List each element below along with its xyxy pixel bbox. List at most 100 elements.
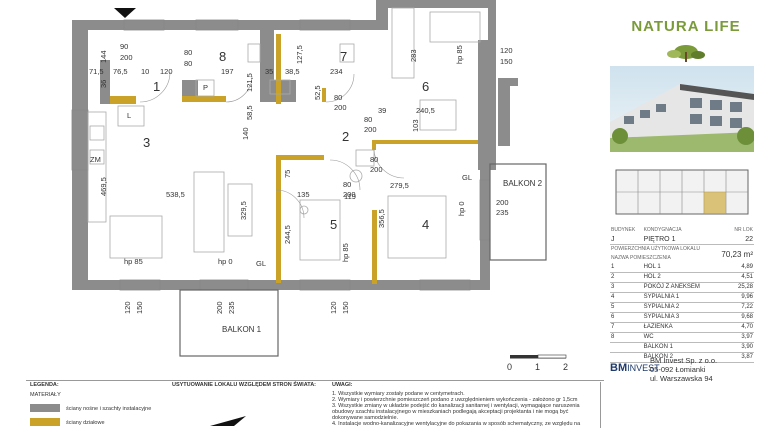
dim-538-5: 538,5: [166, 190, 185, 199]
legend-swatch-gray: [30, 404, 60, 412]
dim-234: 234: [330, 67, 343, 76]
legend-walls-1: ściany nośne i szachty instalacyjne: [66, 406, 152, 412]
dim-120: 120: [160, 67, 173, 76]
label-gl: GL: [256, 259, 266, 268]
scale-2: 2: [563, 362, 568, 372]
label-hp85: hp 85: [124, 257, 143, 266]
dim-283: 283: [409, 49, 418, 62]
dim-150: 150: [341, 301, 350, 314]
dim-200: 200: [334, 103, 347, 112]
dim-140: 140: [241, 127, 250, 140]
dim-244-5: 244,5: [283, 225, 292, 244]
dimensions: 90 200 80 80 71,5 76,5 10 120 197 35 38,…: [89, 42, 513, 268]
dim-121-5: 121,5: [245, 73, 254, 92]
balcony-1-outline: [179, 289, 279, 357]
dim-90: 90: [120, 42, 128, 51]
notes-title: UWAGI:: [332, 382, 353, 388]
label-hp0: hp 0: [457, 201, 466, 216]
label-zm: ZM: [90, 155, 101, 164]
header-powierzchnia: POWIERZCHNIA UŻYTKOWA LOKALU: [611, 246, 700, 252]
dim-235: 235: [496, 208, 509, 217]
balcony-2-label: BALKON 2: [503, 179, 543, 188]
apartment-info-table: BUDYNEK KONDYGNACJA NR LOK J PIĘTRO 1 22…: [610, 226, 754, 363]
dim-279-5: 279,5: [390, 181, 409, 190]
dim-52-5: 52,5: [313, 85, 322, 100]
balcony-1-label: BALKON 1: [222, 325, 262, 334]
room-number-4: 4: [422, 217, 429, 232]
floor-plan: 1 2 3 4 5 6 7 8 90 200 80 80 71,5 76,5 1…: [71, 0, 568, 372]
room-number-6: 6: [422, 79, 429, 94]
room-number-8: 8: [219, 49, 226, 64]
label-l: L: [127, 111, 131, 120]
legend-area: LEGENDA: MATERIAŁY ściany nośne i szacht…: [0, 380, 604, 428]
dim-197: 197: [221, 67, 234, 76]
orientation-title: USYTUOWANIE LOKALU WZGLĘDEM STRON ŚWIATA…: [172, 382, 317, 388]
dim-329-5: 329,5: [239, 201, 248, 220]
dim-150: 150: [135, 301, 144, 314]
dim-200: 200: [364, 125, 377, 134]
vertical-dimensions: 144 121,5 58,5 127,5 52,5 283 hp 85 103 …: [99, 45, 466, 314]
legend-title: LEGENDA:: [30, 382, 59, 388]
room-number-3: 3: [143, 135, 150, 150]
dim-200: 200: [120, 53, 133, 62]
info-panel: NATURA LIFE: [604, 0, 760, 428]
dim-200: 200: [343, 190, 356, 199]
dim-235: 235: [227, 301, 236, 314]
value-nr-lok: 22: [715, 235, 754, 245]
company-block: BMINVEST BM Invest Sp. z o.o. 05-092 Łom…: [610, 356, 760, 386]
dim-80: 80: [334, 93, 342, 102]
building-photo: [610, 66, 754, 152]
dim-120: 120: [123, 301, 132, 314]
compass-icon: [210, 416, 246, 426]
leaf-icon: [667, 45, 705, 62]
legend-swatch-yellow: [30, 418, 60, 426]
dim-39: 39: [378, 106, 386, 115]
dim-356-5: 356,5: [377, 209, 386, 228]
dim-240-5: 240,5: [416, 106, 435, 115]
room-number-7: 7: [340, 49, 347, 64]
label-p: P: [203, 83, 208, 92]
scale-1: 1: [535, 362, 540, 372]
balcony-2-outline: [489, 163, 547, 261]
header-kondygnacja: KONDYGNACJA: [643, 227, 682, 233]
dim-35: 35: [265, 67, 273, 76]
dim-71-5: 71,5: [89, 67, 104, 76]
dim-135: 135: [297, 190, 310, 199]
dim-58-5: 58,5: [245, 105, 254, 120]
building-key-plan: [610, 164, 754, 222]
dim-80: 80: [184, 48, 192, 57]
legend-materials: MATERIAŁY: [30, 392, 61, 398]
dim-120: 120: [329, 301, 338, 314]
scale-0: 0: [507, 362, 512, 372]
dim-76-5: 76,5: [113, 67, 128, 76]
room-number-1: 1: [153, 79, 160, 94]
label-hp0: hp 0: [218, 257, 233, 266]
dim-200: 200: [370, 165, 383, 174]
dim-127-5: 127,5: [295, 45, 304, 64]
bminvest-logo: BMINVEST: [610, 362, 660, 374]
value-kondygnacja: PIĘTRO 1: [642, 235, 716, 245]
header-nr-lok: NR LOK: [734, 227, 753, 233]
dim-200: 80: [184, 59, 192, 68]
dim-120: 120: [500, 46, 513, 55]
dim-75: 75: [283, 170, 292, 178]
dim-144: 144: [99, 50, 108, 63]
label-gl: GL: [462, 173, 472, 182]
partition-walls: [110, 34, 478, 284]
dim-38-5: 38,5: [285, 67, 300, 76]
dim-119: 119: [344, 192, 356, 201]
natura-life-logo: NATURA LIFE: [622, 8, 750, 64]
dim-36: 36: [99, 80, 108, 88]
dim-469-5: 469,5: [99, 177, 108, 196]
logo-text: NATURA LIFE: [631, 18, 741, 35]
value-budynek: J: [610, 235, 643, 245]
